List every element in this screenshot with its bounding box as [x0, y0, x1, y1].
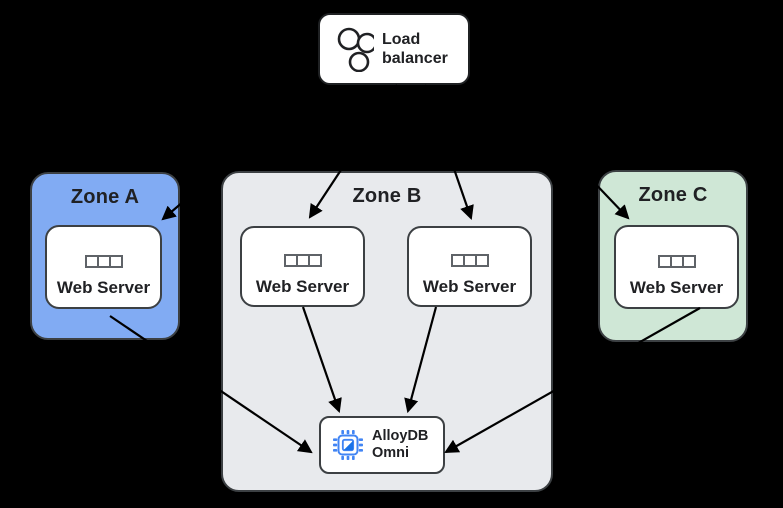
- load-balancer-label: Load balancer: [382, 31, 448, 67]
- web-server-label: Web Server: [629, 278, 724, 297]
- server-icon: [450, 254, 489, 267]
- zone-c: Zone C Web Server: [598, 170, 748, 342]
- web-server-zone-b-2: Web Server: [407, 226, 532, 307]
- server-icon: [283, 254, 322, 267]
- server-icon: [84, 255, 123, 268]
- web-server-label: Web Server: [56, 278, 151, 297]
- web-server-zone-b-1: Web Server: [240, 226, 365, 307]
- web-server-zone-c: Web Server: [614, 225, 739, 309]
- alloydb-omni-node: AlloyDB Omni: [319, 416, 445, 474]
- load-balancer-node: Load balancer: [318, 13, 470, 85]
- chip-icon: [333, 430, 363, 460]
- load-balancer-icon: [337, 27, 374, 72]
- zone-a: Zone A Web Server: [30, 172, 180, 340]
- zone-b-title: Zone B: [352, 185, 422, 207]
- zone-b: Zone B Web Server Web Server Alloy: [221, 171, 553, 492]
- zone-a-title: Zone A: [70, 186, 140, 208]
- alloydb-omni-label: AlloyDB Omni: [372, 428, 429, 461]
- web-server-label: Web Server: [255, 277, 350, 296]
- web-server-label: Web Server: [422, 277, 517, 296]
- zone-c-title: Zone C: [638, 184, 708, 206]
- web-server-zone-a: Web Server: [45, 225, 162, 309]
- server-icon: [657, 255, 696, 268]
